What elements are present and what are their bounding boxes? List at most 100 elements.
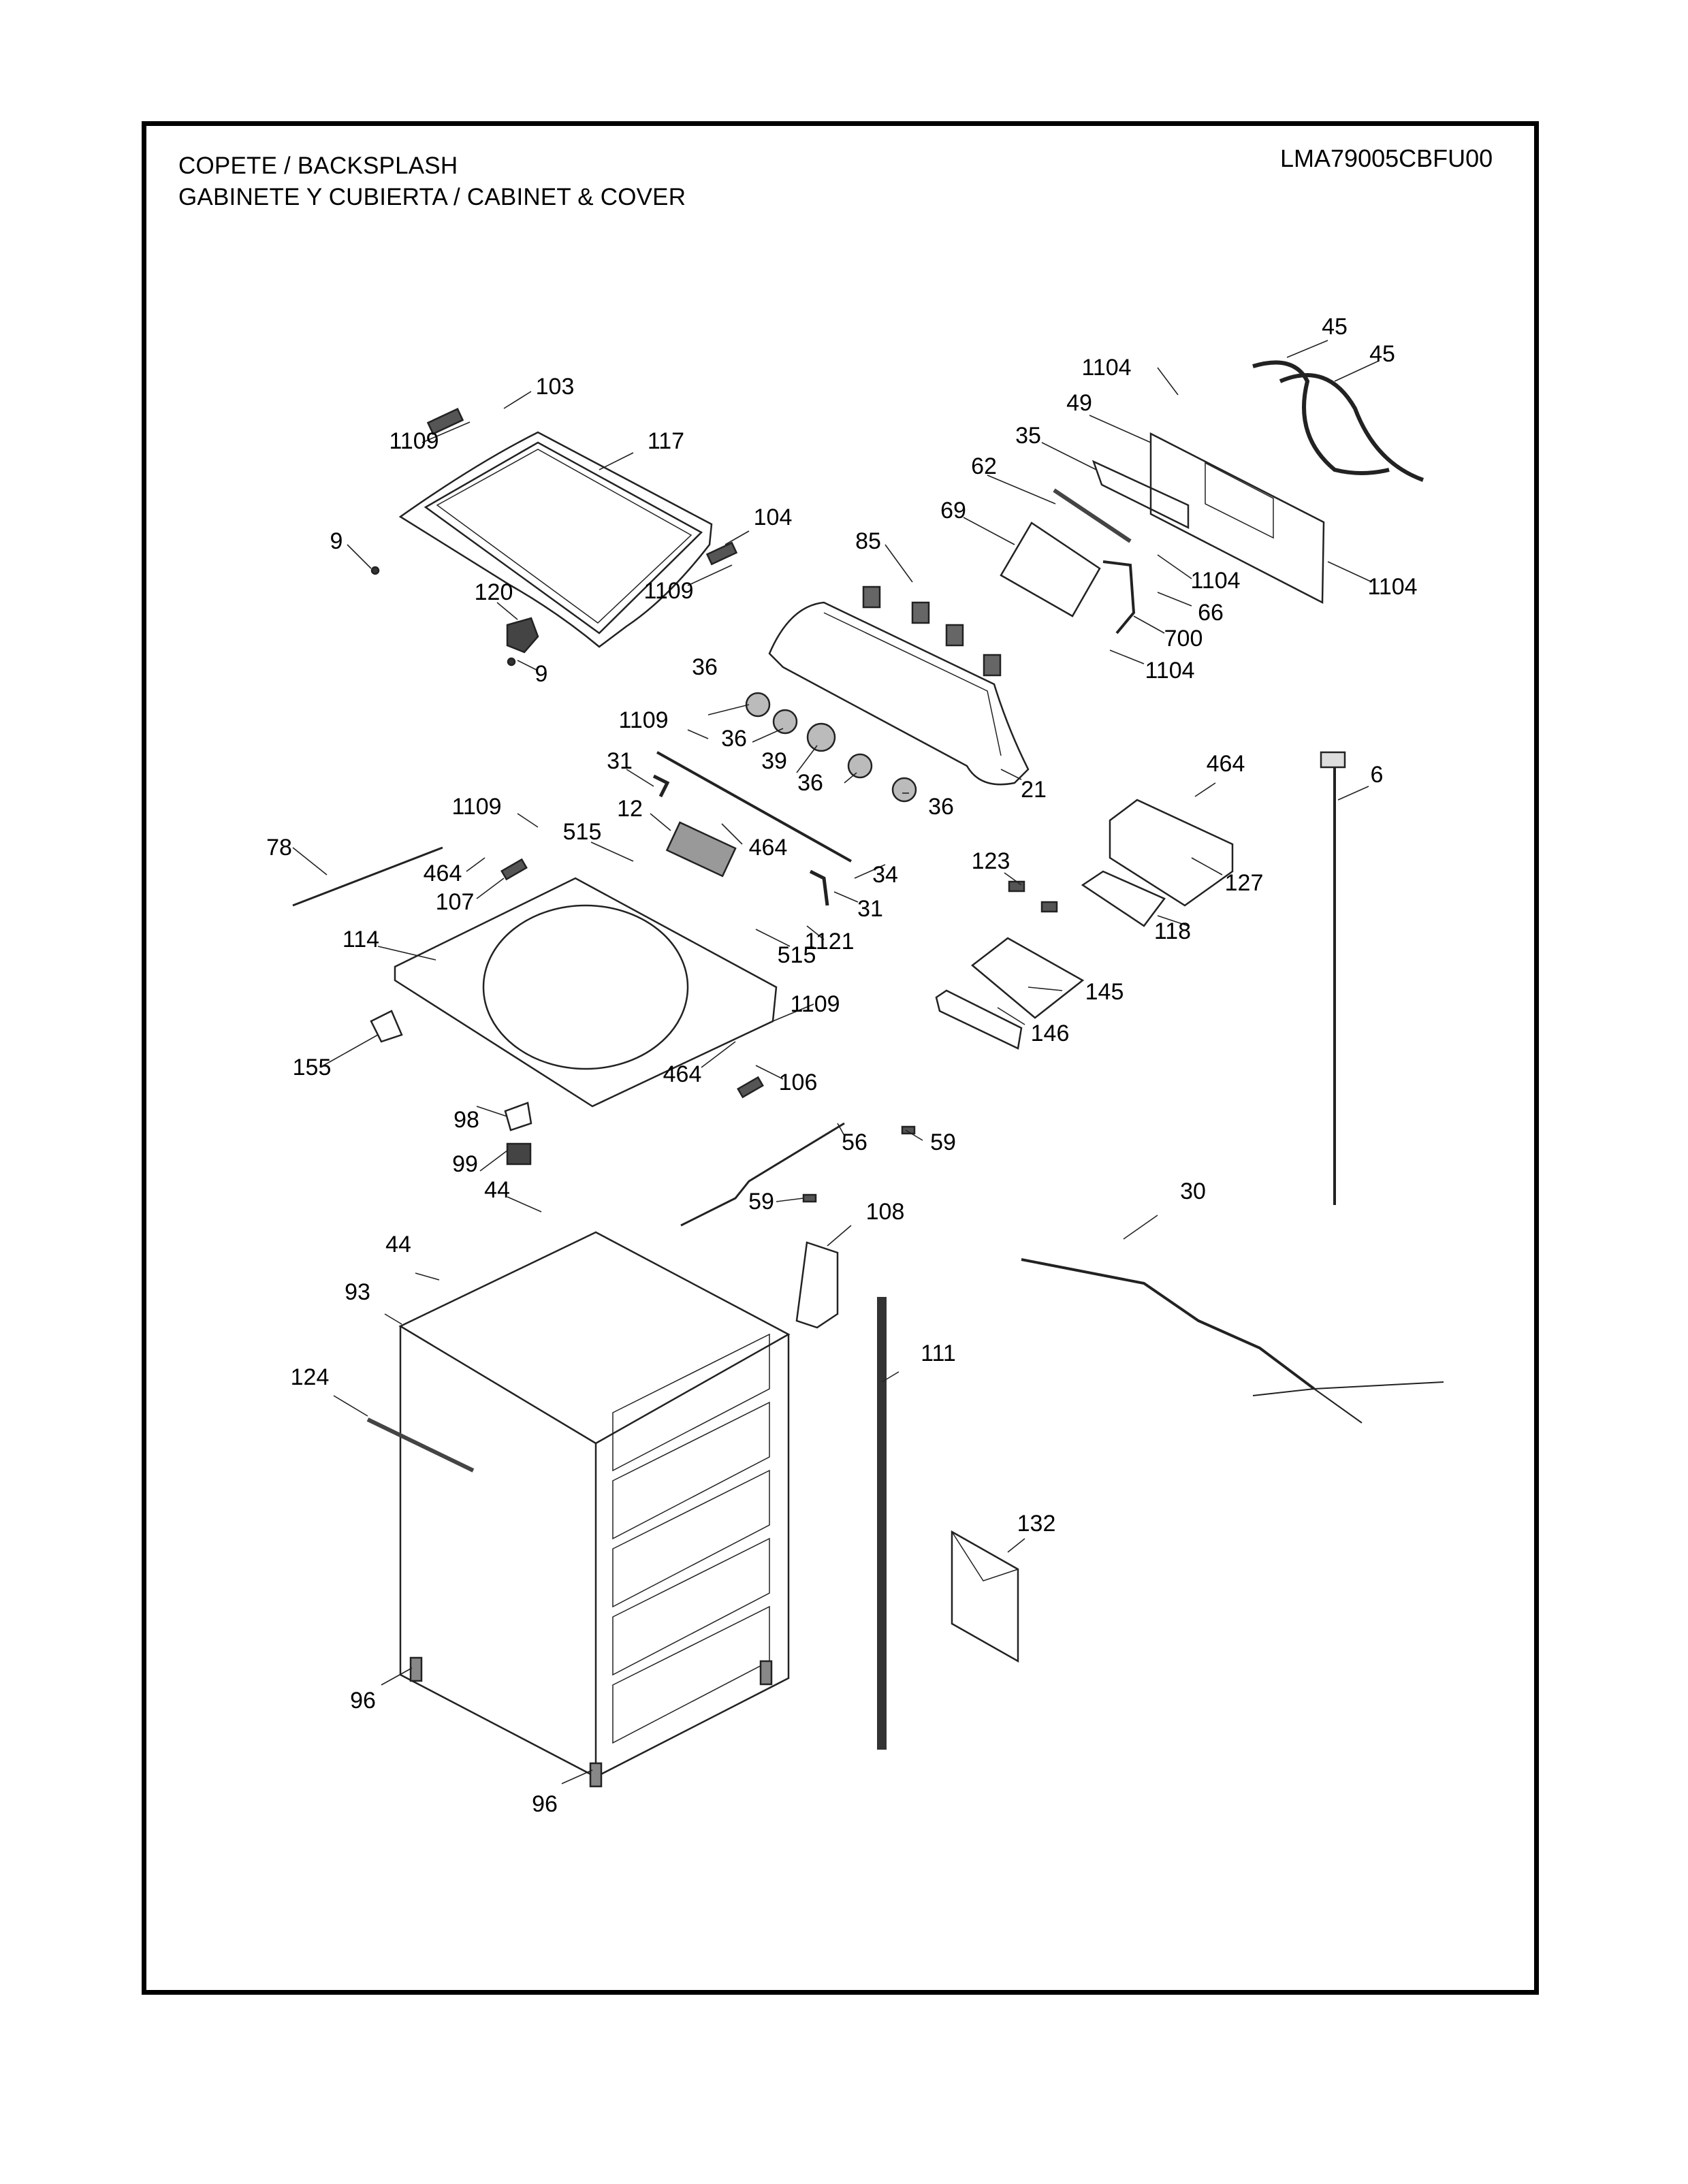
callout-96[interactable]: 96	[532, 1791, 558, 1817]
callout-127[interactable]: 127	[1224, 870, 1264, 896]
manual-132[interactable]	[951, 1530, 1019, 1663]
inlet-hoses-45[interactable]	[1252, 360, 1424, 482]
callout-44[interactable]: 44	[484, 1177, 510, 1203]
callout-9[interactable]: 9	[330, 528, 343, 554]
leveling-legs-96[interactable]	[409, 1656, 773, 1788]
callout-56[interactable]: 56	[842, 1129, 867, 1155]
callout-700[interactable]: 700	[1164, 626, 1203, 652]
callout-1109[interactable]: 1109	[790, 991, 840, 1017]
cabinet-93[interactable]	[398, 1231, 791, 1779]
callout-35[interactable]: 35	[1015, 423, 1041, 449]
control-board-69[interactable]	[1000, 521, 1101, 617]
callout-1104[interactable]: 1104	[1081, 355, 1132, 381]
callout-30[interactable]: 30	[1180, 1178, 1206, 1204]
callout-1109[interactable]: 1109	[451, 794, 502, 820]
callout-12[interactable]: 12	[617, 796, 643, 822]
callout-117[interactable]: 117	[647, 428, 685, 454]
water-inlet-valve-12[interactable]	[665, 821, 737, 878]
callout-96[interactable]: 96	[350, 1688, 376, 1714]
callout-49[interactable]: 49	[1066, 390, 1092, 416]
pressure-housing-108[interactable]	[795, 1241, 839, 1329]
clip-31[interactable]	[809, 869, 829, 906]
callout-118[interactable]: 118	[1153, 918, 1192, 944]
callout-1104[interactable]: 1104	[1145, 658, 1195, 684]
callout-98[interactable]: 98	[453, 1107, 479, 1133]
callout-464[interactable]: 464	[748, 835, 788, 861]
callout-39[interactable]: 39	[761, 748, 787, 774]
callout-36[interactable]: 36	[721, 726, 747, 752]
bumper-9[interactable]	[370, 566, 380, 575]
lid-117[interactable]	[398, 431, 713, 648]
callout-44[interactable]: 44	[385, 1232, 411, 1257]
callout-111[interactable]: 111	[921, 1340, 956, 1366]
trim-strip-34[interactable]	[656, 751, 852, 863]
wire-harness-78[interactable]	[292, 846, 443, 907]
callout-1104[interactable]: 1104	[1367, 574, 1418, 600]
main-harness-30[interactable]	[1021, 1258, 1444, 1424]
callout-6[interactable]: 6	[1370, 762, 1384, 788]
callout-78[interactable]: 78	[266, 835, 292, 861]
clip-31[interactable]	[652, 774, 670, 798]
callout-93[interactable]: 93	[345, 1279, 370, 1305]
callout-464[interactable]: 464	[1206, 751, 1245, 777]
hinge-104[interactable]	[705, 541, 738, 566]
bumper-9[interactable]	[507, 657, 516, 667]
bracket-62[interactable]	[1053, 488, 1132, 543]
callout-21[interactable]: 21	[1021, 777, 1047, 803]
callout-1109[interactable]: 1109	[618, 707, 669, 733]
siphon-cap-123[interactable]	[1008, 880, 1058, 913]
wire-harness-56[interactable]	[680, 1122, 845, 1227]
callout-107[interactable]: 107	[435, 889, 475, 915]
callout-45[interactable]: 45	[1369, 341, 1395, 367]
callout-69[interactable]: 69	[940, 498, 966, 524]
switch-assembly-85[interactable]	[862, 585, 1002, 677]
hinge-bracket-106[interactable]	[737, 1076, 764, 1099]
callout-59[interactable]: 59	[748, 1189, 774, 1215]
callout-1109[interactable]: 1109	[643, 578, 694, 604]
callout-155[interactable]: 155	[292, 1055, 332, 1080]
callout-103[interactable]: 103	[535, 374, 575, 400]
drawer-front-146[interactable]	[935, 989, 1023, 1050]
callout-132[interactable]: 132	[1017, 1511, 1056, 1537]
callout-59[interactable]: 59	[930, 1129, 956, 1155]
backsplash-21[interactable]	[768, 601, 1030, 786]
callout-36[interactable]: 36	[928, 794, 954, 820]
callout-1121[interactable]: 1121	[804, 929, 855, 954]
softener-cup-155[interactable]	[370, 1010, 403, 1043]
lid-switch-99[interactable]	[506, 1142, 532, 1166]
callout-31[interactable]: 31	[857, 896, 883, 922]
callout-36[interactable]: 36	[797, 770, 823, 796]
dispenser-tray-118[interactable]	[1081, 870, 1166, 927]
callout-62[interactable]: 62	[971, 453, 997, 479]
callout-108[interactable]: 108	[865, 1199, 905, 1225]
dispenser-cap-98[interactable]	[504, 1102, 532, 1131]
callout-464[interactable]: 464	[663, 1061, 702, 1087]
dispenser-housing-127[interactable]	[1109, 799, 1234, 907]
callout-515[interactable]: 515	[777, 942, 816, 968]
callout-145[interactable]: 145	[1085, 979, 1124, 1005]
hose-assembly-66[interactable]	[1102, 560, 1136, 635]
dispenser-drawer-145[interactable]	[971, 937, 1085, 1019]
hinge-103[interactable]	[426, 408, 464, 435]
callout-1109[interactable]: 1109	[389, 428, 439, 454]
rear-panel-49[interactable]	[1149, 432, 1325, 605]
knobs[interactable]	[745, 692, 917, 803]
hinge-bracket-107[interactable]	[500, 858, 528, 881]
callout-9[interactable]: 9	[535, 661, 548, 687]
callout-66[interactable]: 66	[1198, 600, 1224, 626]
callout-515[interactable]: 515	[562, 819, 602, 845]
callout-36[interactable]: 36	[692, 654, 718, 680]
callout-114[interactable]: 114	[342, 927, 380, 952]
lid-lock-120[interactable]	[506, 617, 539, 654]
callout-31[interactable]: 31	[607, 748, 633, 774]
callout-123[interactable]: 123	[971, 848, 1010, 874]
callout-120[interactable]: 120	[474, 579, 513, 605]
callout-99[interactable]: 99	[452, 1151, 478, 1177]
power-cord-6[interactable]	[1320, 751, 1346, 1205]
callout-124[interactable]: 124	[290, 1364, 330, 1390]
callout-45[interactable]: 45	[1322, 314, 1348, 340]
callout-85[interactable]: 85	[855, 528, 881, 554]
callout-1104[interactable]: 1104	[1190, 568, 1241, 594]
callout-34[interactable]: 34	[872, 862, 898, 888]
callout-464[interactable]: 464	[423, 861, 462, 886]
